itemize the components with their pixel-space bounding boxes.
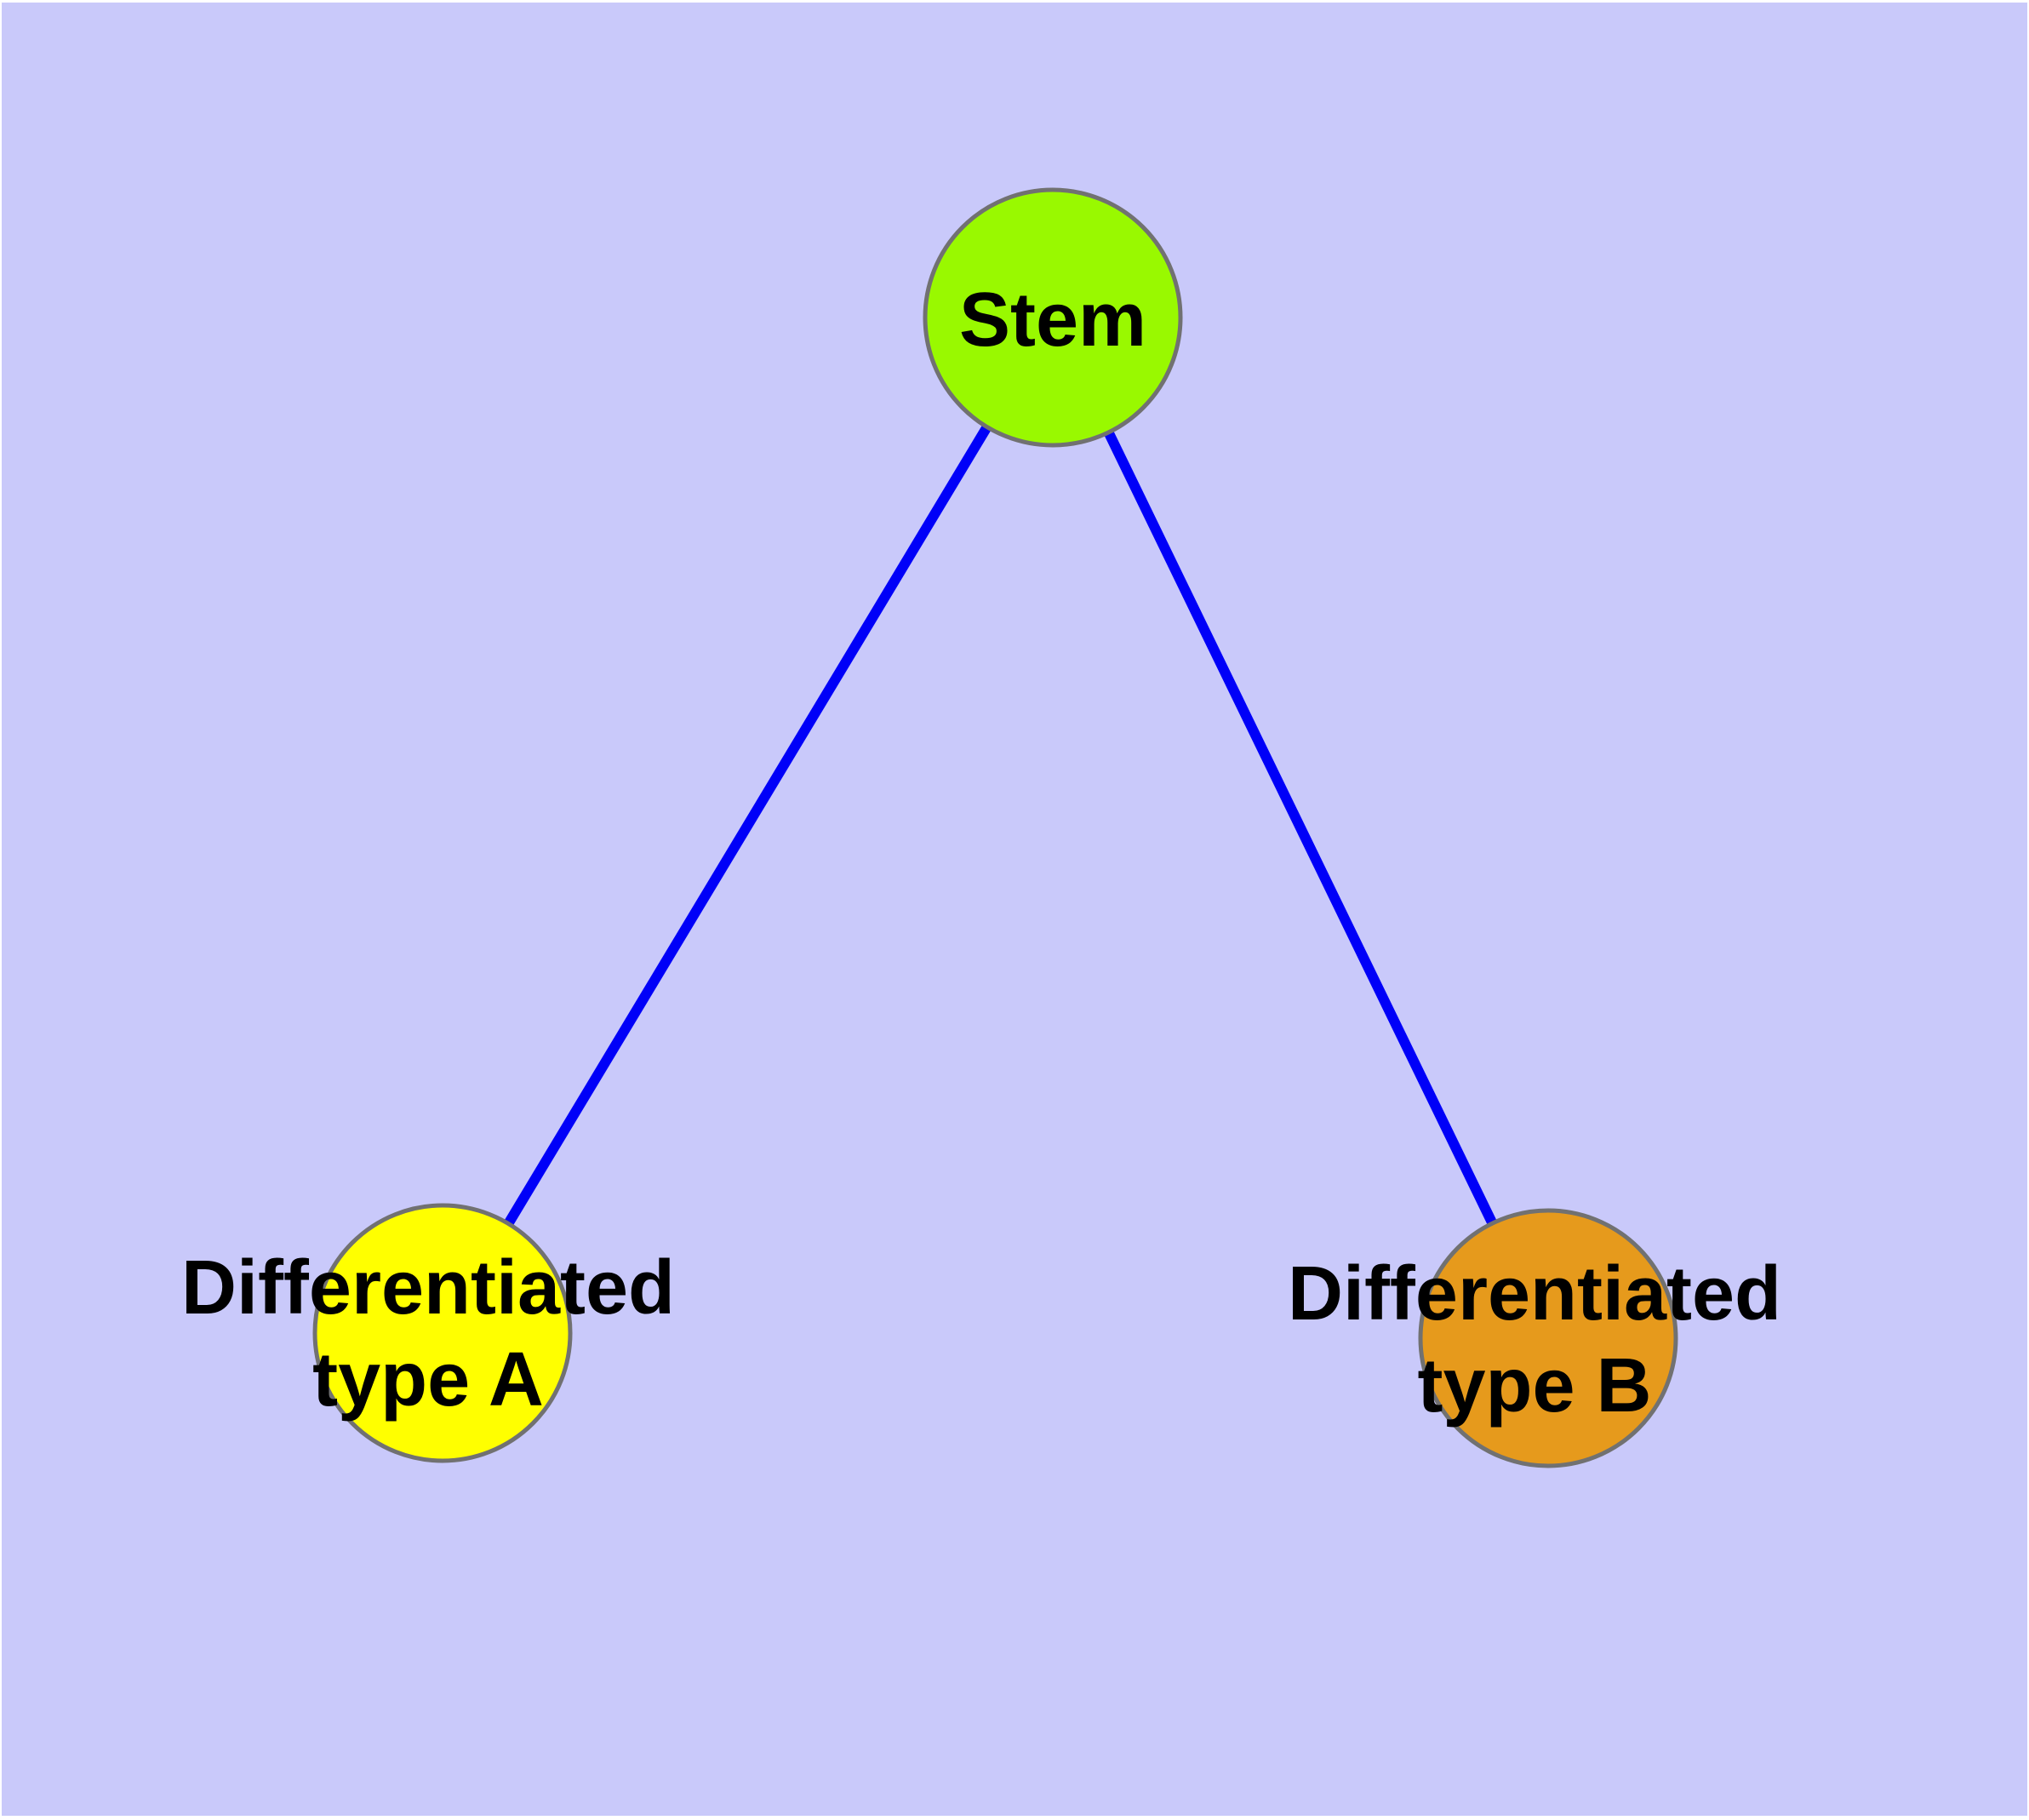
node-stem-label: Stem	[959, 278, 1146, 363]
node-stem-circle	[923, 187, 1183, 448]
edges-layer	[437, 314, 1553, 1341]
edge-stem-type-b	[1048, 315, 1553, 1341]
node-type-a-circle	[312, 1203, 573, 1463]
node-type-b-circle	[1418, 1208, 1678, 1468]
edge-stem-type-a	[437, 314, 1058, 1336]
nodes-layer	[312, 187, 1678, 1468]
